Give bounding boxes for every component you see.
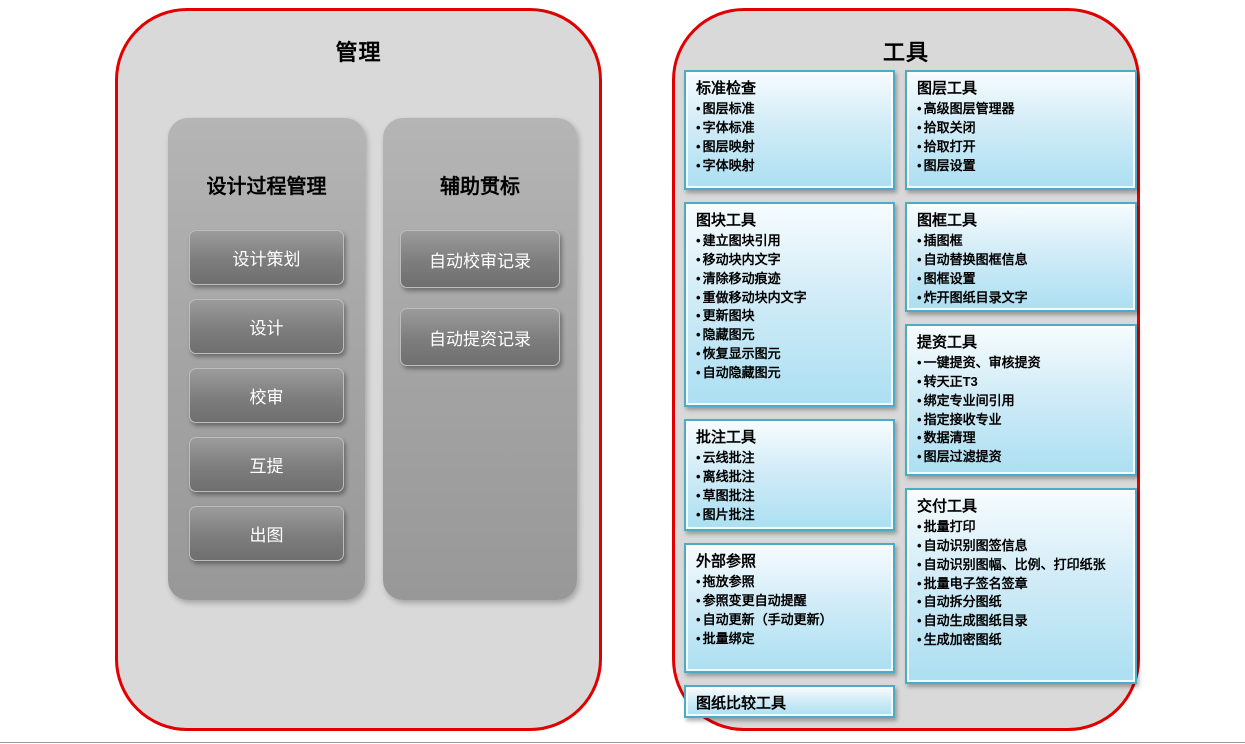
tool-box-title: 交付工具	[917, 498, 978, 515]
design-process-button: 互提	[189, 437, 344, 492]
tool-box-submission-tools: 提资工具 一键提资、审核提资转天正T3绑定专业间引用指定接收专业数据清理图层过滤…	[905, 324, 1137, 476]
tool-item: 草图批注	[696, 487, 885, 506]
tool-item: 图层过滤提资	[917, 448, 1127, 467]
tool-item: 数据清理	[917, 429, 1127, 448]
tool-box-drawing-compare: 图纸比较工具	[684, 685, 895, 718]
tool-item: 拾取打开	[917, 138, 1127, 157]
tool-box-title: 图纸比较工具	[696, 695, 787, 712]
tool-box-delivery-tools: 交付工具 批量打印自动识别图签信息自动识别图幅、比例、打印纸张批量电子签名签章自…	[905, 488, 1137, 684]
tool-item: 自动识别图幅、比例、打印纸张	[917, 556, 1127, 575]
tools-column-left: 标准检查 图层标准字体标准图层映射字体映射 图块工具 建立图块引用移动块内文字清…	[684, 70, 895, 718]
tool-item: 批量打印	[917, 518, 1127, 537]
tool-item: 插图框	[917, 232, 1127, 251]
tool-item: 清除移动痕迹	[696, 270, 885, 289]
tool-item: 图层设置	[917, 157, 1127, 176]
tool-box-annotation-tools: 批注工具 云线批注离线批注草图批注图片批注	[684, 419, 895, 531]
tool-item: 恢复显示图元	[696, 345, 885, 364]
design-process-button: 设计	[189, 299, 344, 354]
management-panel-title: 管理	[335, 40, 382, 65]
tool-item: 参照变更自动提醒	[696, 592, 885, 611]
tool-box-title: 外部参照	[696, 553, 757, 570]
tool-item: 自动替换图框信息	[917, 251, 1127, 270]
tool-item: 批量电子签名签章	[917, 575, 1127, 594]
tools-grid: 标准检查 图层标准字体标准图层映射字体映射 图块工具 建立图块引用移动块内文字清…	[684, 70, 1137, 718]
tool-item: 绑定专业间引用	[917, 392, 1127, 411]
auxiliary-standards-button: 自动校审记录	[400, 230, 560, 288]
tool-item-list: 云线批注离线批注草图批注图片批注	[696, 449, 885, 524]
tool-item-list: 高级图层管理器拾取关闭拾取打开图层设置	[917, 100, 1127, 175]
tool-item-list: 图层标准字体标准图层映射字体映射	[696, 100, 885, 175]
tool-item: 自动识别图签信息	[917, 537, 1127, 556]
tool-item-list: 一键提资、审核提资转天正T3绑定专业间引用指定接收专业数据清理图层过滤提资	[917, 354, 1127, 467]
tool-item: 移动块内文字	[696, 251, 885, 270]
tool-item: 重做移动块内文字	[696, 289, 885, 308]
tool-box-title: 标准检查	[696, 80, 757, 97]
tool-item: 自动生成图纸目录	[917, 612, 1127, 631]
tool-item: 批量绑定	[696, 630, 885, 649]
tool-item-list: 拖放参照参照变更自动提醒自动更新（手动更新）批量绑定	[696, 573, 885, 648]
tool-item-list: 建立图块引用移动块内文字清除移动痕迹重做移动块内文字更新图块隐藏图元恢复显示图元…	[696, 232, 885, 383]
tool-box-standard-check: 标准检查 图层标准字体标准图层映射字体映射	[684, 70, 895, 190]
design-process-button: 出图	[189, 506, 344, 561]
tools-panel-title: 工具	[882, 40, 929, 65]
management-panel: 管理 设计过程管理 设计策划设计校审互提出图 辅助贯标 自动校审记录自动提资记录	[115, 8, 602, 731]
tool-box-frame-tools: 图框工具 插图框自动替换图框信息图框设置炸开图纸目录文字	[905, 202, 1137, 312]
tool-item: 高级图层管理器	[917, 100, 1127, 119]
tool-item: 自动拆分图纸	[917, 593, 1127, 612]
tool-item: 图层映射	[696, 138, 885, 157]
auxiliary-standards-buttons: 自动校审记录自动提资记录	[383, 230, 577, 386]
tool-box-title: 图框工具	[917, 212, 978, 229]
design-process-button: 设计策划	[189, 230, 344, 285]
tool-box-title: 提资工具	[917, 334, 978, 351]
tools-panel: 工具 标准检查 图层标准字体标准图层映射字体映射 图块工具 建立图块引用移动块内…	[672, 8, 1140, 731]
tool-item: 指定接收专业	[917, 411, 1127, 430]
tool-item-list: 批量打印自动识别图签信息自动识别图幅、比例、打印纸张批量电子签名签章自动拆分图纸…	[917, 518, 1127, 650]
auxiliary-standards-box: 辅助贯标 自动校审记录自动提资记录	[383, 118, 577, 600]
tool-item: 炸开图纸目录文字	[917, 289, 1127, 308]
tools-column-right: 图层工具 高级图层管理器拾取关闭拾取打开图层设置 图框工具 插图框自动替换图框信…	[905, 70, 1137, 718]
design-process-buttons: 设计策划设计校审互提出图	[168, 230, 365, 575]
tool-item: 字体映射	[696, 157, 885, 176]
tool-item: 自动隐藏图元	[696, 364, 885, 383]
tool-box-title: 图层工具	[917, 80, 978, 97]
tool-box-title: 图块工具	[696, 212, 757, 229]
tool-item: 图片批注	[696, 506, 885, 525]
tool-box-block-tools: 图块工具 建立图块引用移动块内文字清除移动痕迹重做移动块内文字更新图块隐藏图元恢…	[684, 202, 895, 407]
design-process-button: 校审	[189, 368, 344, 423]
auxiliary-standards-button: 自动提资记录	[400, 308, 560, 366]
tool-item: 图框设置	[917, 270, 1127, 289]
tool-box-external-reference: 外部参照 拖放参照参照变更自动提醒自动更新（手动更新）批量绑定	[684, 543, 895, 673]
tool-item-list: 插图框自动替换图框信息图框设置炸开图纸目录文字	[917, 232, 1127, 307]
tool-item: 建立图块引用	[696, 232, 885, 251]
tool-item: 图层标准	[696, 100, 885, 119]
tool-box-layer-tools: 图层工具 高级图层管理器拾取关闭拾取打开图层设置	[905, 70, 1137, 190]
tool-item: 云线批注	[696, 449, 885, 468]
tool-box-title: 批注工具	[696, 429, 757, 446]
tool-item: 转天正T3	[917, 373, 1127, 392]
tool-item: 自动更新（手动更新）	[696, 611, 885, 630]
design-process-title: 设计过程管理	[206, 176, 327, 198]
tool-item: 隐藏图元	[696, 326, 885, 345]
auxiliary-standards-title: 辅助贯标	[440, 176, 520, 198]
tool-item: 生成加密图纸	[917, 631, 1127, 650]
tool-item: 拾取关闭	[917, 119, 1127, 138]
tool-item: 拖放参照	[696, 573, 885, 592]
tool-item: 离线批注	[696, 468, 885, 487]
design-process-box: 设计过程管理 设计策划设计校审互提出图	[168, 118, 365, 600]
tool-item: 一键提资、审核提资	[917, 354, 1127, 373]
bottom-border-line	[0, 742, 1245, 743]
tool-item: 字体标准	[696, 119, 885, 138]
tool-item: 更新图块	[696, 307, 885, 326]
